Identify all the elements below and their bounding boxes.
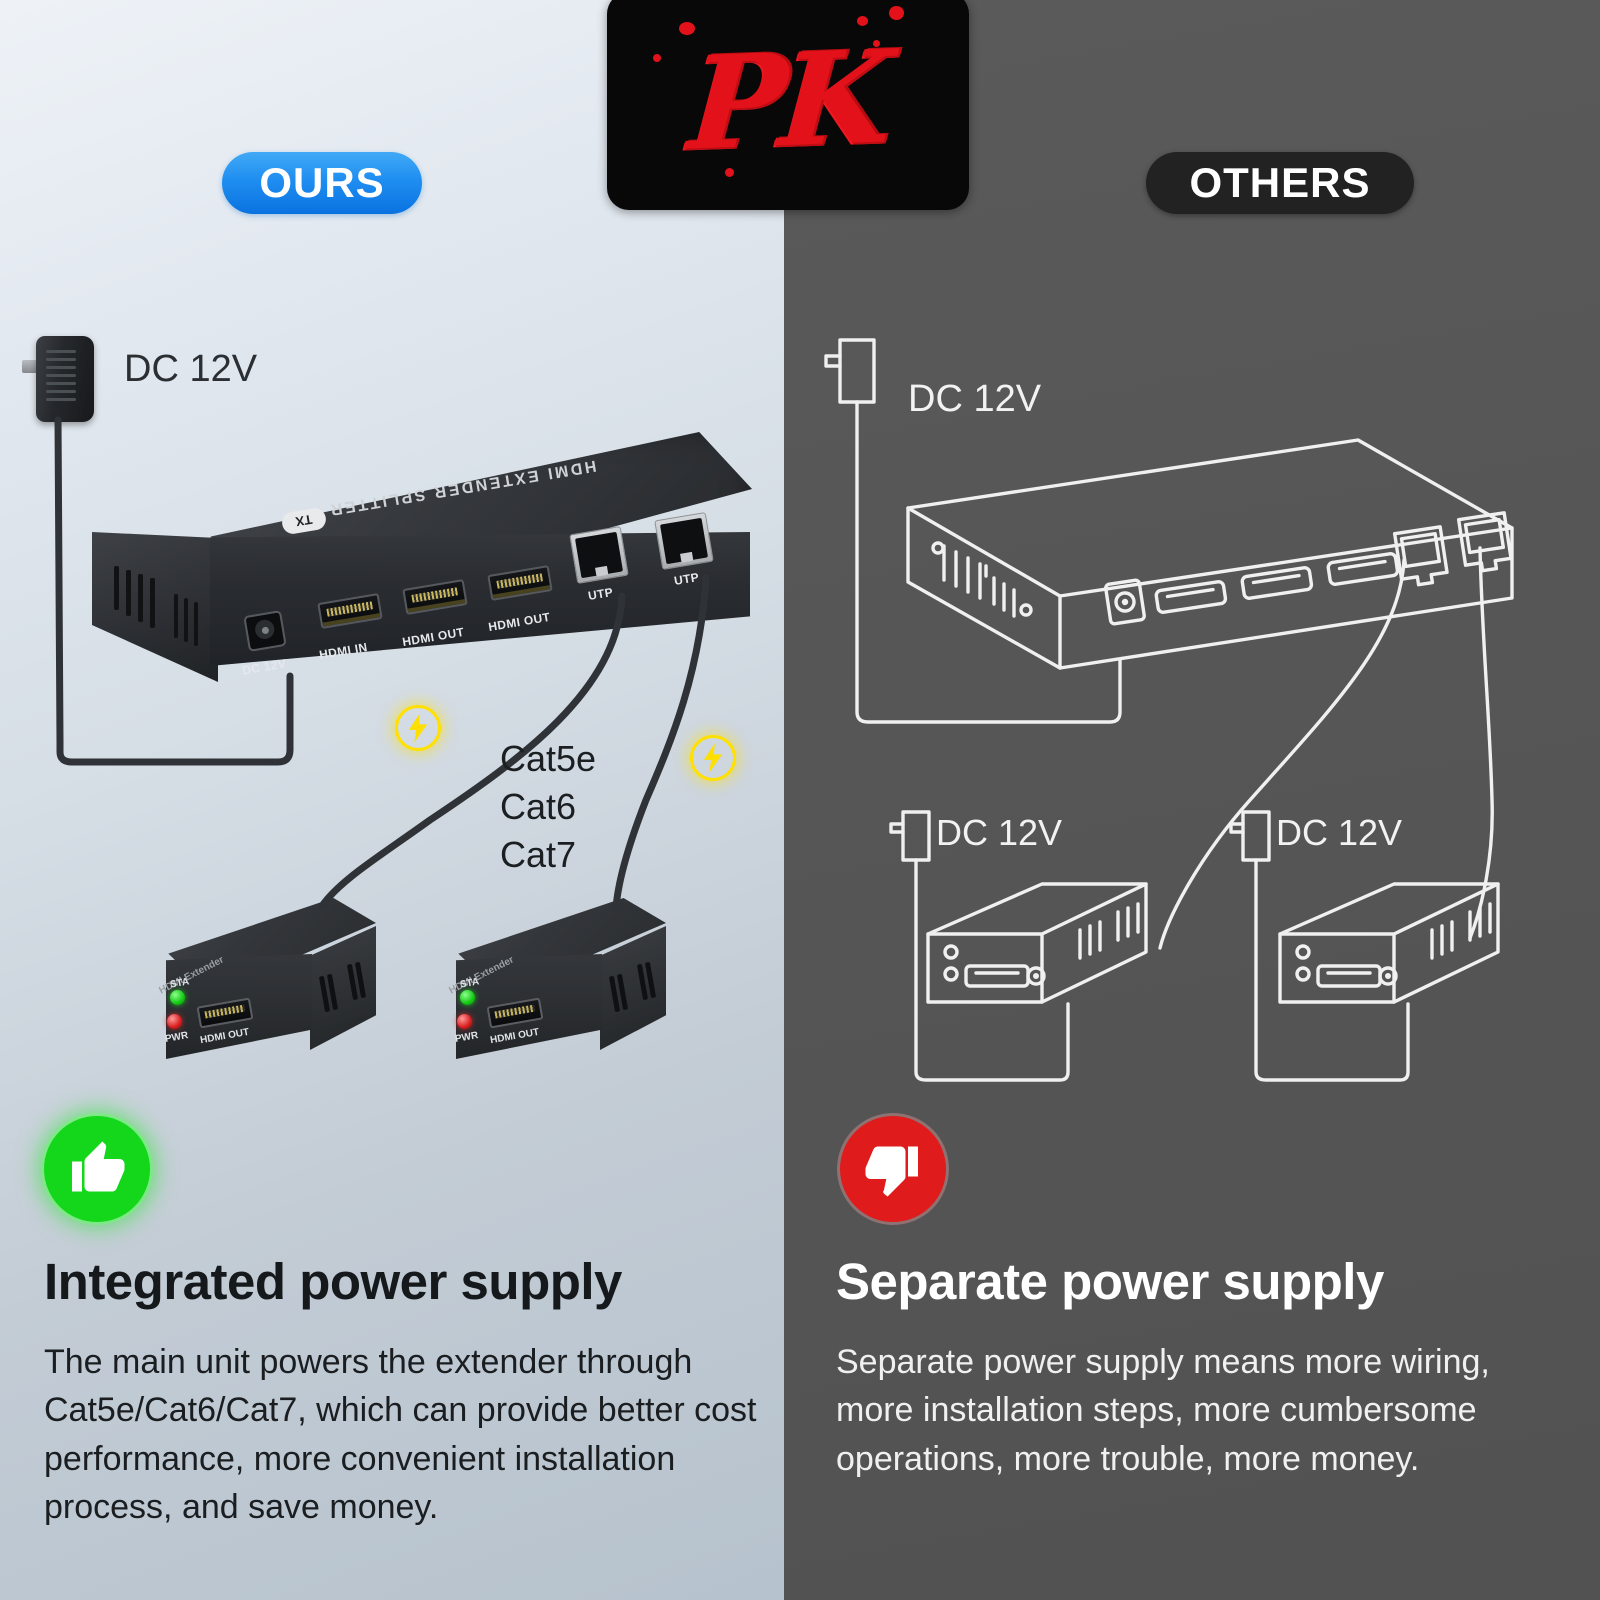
power-adapter-icon [22, 336, 94, 422]
thumbs-up-icon [44, 1116, 150, 1222]
badge-ours-label: OURS [259, 159, 385, 206]
lightning-bolt-icon-2 [690, 735, 736, 781]
cable-type-cat5e: Cat5e [500, 738, 597, 779]
receiver-led-power-1 [167, 1014, 182, 1029]
lightning-bolt-icon-1 [395, 705, 441, 751]
port-utp-2 [654, 512, 714, 570]
cable-type-cat6: Cat6 [500, 786, 577, 828]
label-dc-12v-left: DC 12V [124, 348, 258, 390]
pk-logo: PK [607, 0, 969, 210]
receiver-unit-2: HDMI Extender STA PWR HDMI OUT [430, 898, 666, 1066]
badge-others-label: OTHERS [1189, 159, 1371, 206]
label-dc-12v-right-rx1: DC 12V [936, 812, 1063, 853]
body-ours: The main unit powers the extender throug… [44, 1343, 757, 1526]
cable-type-stack: Cat5e Cat6 Cat7 [500, 735, 596, 880]
heading-others: Separate power supply [836, 1253, 1384, 1310]
label-dc-12v-right-rx2: DC 12V [1276, 812, 1403, 853]
receiver-led-power-2 [457, 1014, 472, 1029]
port-dc-jack [243, 610, 287, 652]
thumbs-down-icon [840, 1116, 946, 1222]
cable-type-cat7: Cat7 [500, 834, 577, 876]
heading-ours: Integrated power supply [44, 1253, 622, 1310]
badge-ours: OURS [222, 152, 422, 214]
main-unit-splitter: HDMI EXTENDER SPLITTER TX DC 12V HDMI IN… [92, 432, 752, 712]
port-utp-1 [569, 526, 629, 584]
adapter-body [36, 336, 94, 422]
badge-others: OTHERS [1146, 152, 1414, 214]
receiver-unit-1: HDMI Extender STA PWR HDMI OUT [140, 898, 376, 1066]
pk-logo-text: PK [684, 22, 892, 180]
receiver-led-status-2 [460, 990, 475, 1005]
body-others: Separate power supply means more wiring,… [836, 1343, 1490, 1478]
receiver-led-status-1 [170, 990, 185, 1005]
label-dc-12v-right-main: DC 12V [908, 378, 1042, 420]
main-unit-left-face [92, 532, 218, 682]
